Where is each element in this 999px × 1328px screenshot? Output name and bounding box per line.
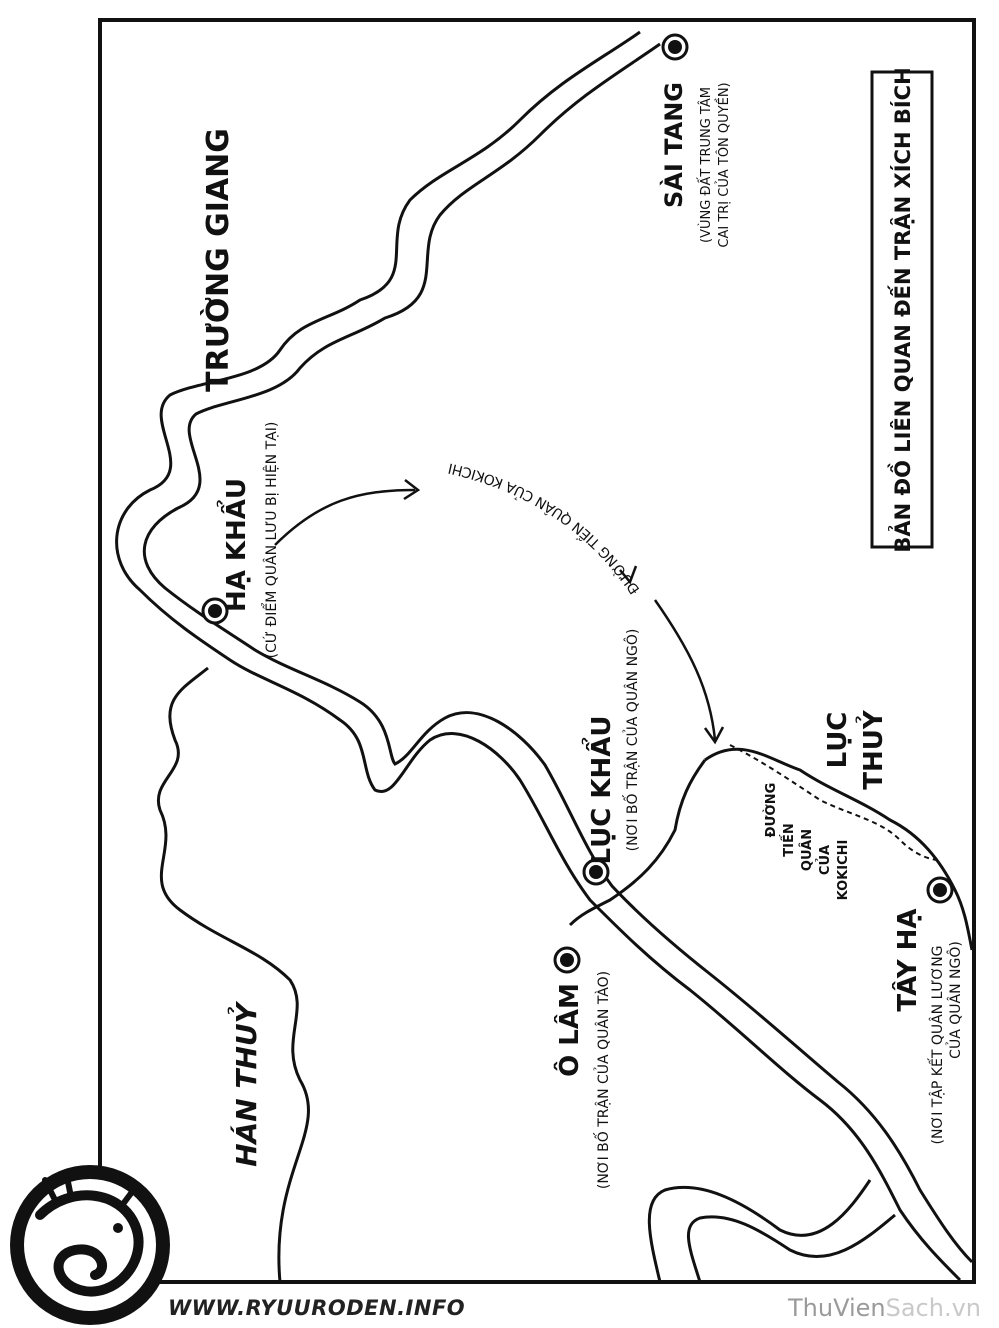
lower-branch [647,1179,872,1283]
route-arrow-head-3 [619,565,638,585]
dashed-label-5: KOKICHI [836,840,851,901]
sai-tang-note-2: CAI TRỊ CỦA TÔN QUYỀN) [715,82,732,247]
city-markers [201,33,954,974]
watermark-part-2: Sach.vn [885,1294,981,1322]
luc-thuy-shore [704,747,974,951]
ha-khau-name: HẠ KHẨU [215,478,252,612]
route-arrow-head-2 [703,726,725,745]
han-thuy-river [156,666,310,1283]
luc-khau-marker [582,858,610,886]
dashed-label-3: QUÂN [799,829,815,871]
dragon-logo-icon [10,1165,170,1325]
sai-tang-marker [661,33,689,61]
ha-khau-marker [201,597,229,625]
sai-tang-name: SÀI TANG [659,82,688,208]
luc-thuy-coast [568,759,707,927]
luc-thuy-label-2: THUỶ [854,709,889,790]
route-arrow-head-1 [403,479,421,501]
dashed-label-4: CỦA [816,845,833,875]
o-lam-marker [553,946,581,974]
tay-ha-note-1: (NƠI TẬP KẾT QUÂN LƯƠNG [927,945,946,1144]
watermark: ThuVienSach.vn [788,1294,981,1322]
dashed-route [729,744,941,861]
tay-ha-name: TÂY HẠ [891,908,923,1011]
dashed-label-2: TIẾN [780,823,797,856]
truong-giang-label: TRƯỜNG GIANG [199,128,236,392]
map-frame [98,18,976,1284]
tay-ha-marker [926,876,954,904]
kokichi-dashed-label: ĐƯỜNG TIẾN QUÂN CỦA KOKICHI [763,783,851,901]
luc-khau-note: (NƠI BỐ TRẬN CỦA QUÂN NGÔ) [622,629,641,852]
lower-branch-2 [686,1213,896,1283]
route-arrow-2 [653,599,717,741]
luc-khau-name: LỤC KHẨU [580,716,617,865]
map-title-box [870,70,934,549]
sai-tang-note-1: (VÙNG ĐẤT TRUNG TÂM [697,87,714,243]
han-thuy-label: HÁN THUỶ [226,1000,263,1167]
map-title: BẢN ĐỒ LIÊN QUAN ĐẾN TRẬN XÍCH BÍCH [887,67,915,552]
route-arrow [274,488,416,546]
tay-ha-note-2: CỦA QUÂN NGÔ) [945,941,964,1059]
dashed-label-1: ĐƯỜNG [763,783,779,838]
truong-giang-river [115,30,974,1282]
o-lam-note: (NƠI BỐ TRẬN CỦA QUÂN TÀO) [593,971,612,1189]
o-lam-name: Ô LÂM [553,983,585,1077]
ha-khau-note: (CỨ ĐIỂM QUÂN LƯU BỊ HIỆN TẠI) [261,422,280,659]
watermark-part-1: ThuVien [787,1294,886,1322]
luc-thuy-label-1: LỤC [823,712,853,769]
site-url: WWW.RYUURODEN.INFO [168,1296,466,1320]
